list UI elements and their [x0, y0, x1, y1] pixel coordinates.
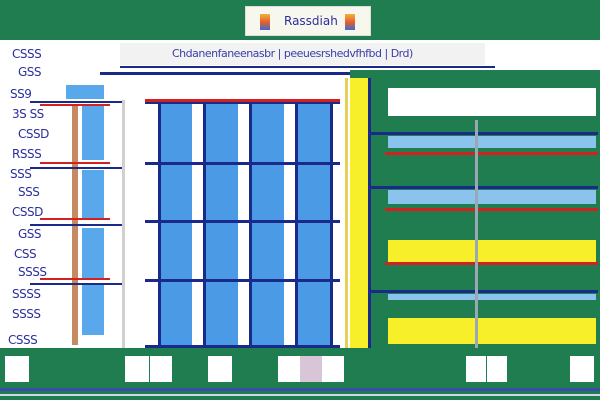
left-label: SSSS [12, 287, 41, 301]
grid-vline [330, 100, 333, 350]
grid-hline [145, 101, 340, 104]
left-label: SS9 [10, 87, 32, 101]
grid-column [298, 102, 330, 347]
top-rule [100, 72, 480, 75]
left-label: CSSD [18, 127, 49, 141]
right-bar-yellow [388, 240, 596, 262]
left-label: CSS [14, 247, 37, 261]
grid-vline [203, 100, 206, 350]
left-label: SSSS [12, 307, 41, 321]
left-label: CSSS [12, 47, 42, 61]
bottom-block [125, 356, 149, 382]
right-bar-white [388, 88, 596, 116]
right-bar-blue [388, 136, 596, 148]
left-navy-rule [30, 101, 125, 103]
bottom-block [570, 356, 594, 382]
left-pane [82, 105, 104, 160]
grid-column [252, 102, 284, 347]
right-bar-blue [388, 190, 596, 204]
left-navy-rule [30, 167, 125, 169]
bottom-block [208, 356, 232, 382]
bottom-block [300, 356, 322, 382]
grid-hline [145, 279, 340, 282]
right-vline [475, 120, 478, 350]
left-label: SSSS [18, 265, 47, 279]
grid-left-post [122, 100, 125, 350]
left-label: CSSS [8, 333, 38, 347]
left-red-rule [40, 278, 110, 280]
left-pane [82, 170, 104, 220]
grid-hline [145, 220, 340, 223]
right-bar-yellow [388, 318, 596, 344]
grid-column [206, 102, 238, 347]
right-navy-rule [370, 290, 598, 293]
header-badge: Rassdiah [245, 6, 371, 36]
left-label: SSS [10, 167, 32, 181]
left-label: GSS [18, 227, 42, 241]
left-navy-rule [30, 283, 125, 285]
subtitle-text: Chdanenfaneenasbr | peeuesrshedvfhfbd | … [172, 47, 413, 60]
top-rule-2 [120, 66, 495, 68]
left-pane-top [66, 85, 104, 99]
grid-hline [145, 162, 340, 165]
grid-vline [295, 100, 298, 350]
footer-stripe [0, 388, 600, 391]
right-bar-blue [388, 294, 596, 300]
grid-red-top [145, 99, 340, 102]
left-label: 3S SS [12, 107, 44, 121]
grid-vline [249, 100, 252, 350]
left-red-rule [40, 162, 110, 164]
right-navy-rule [370, 132, 598, 135]
left-label-column: CSSS GSS SS9 3S SS CSSD RSSS SSS SSS CSS… [0, 40, 68, 360]
right-navy-rule [370, 186, 598, 189]
left-navy-rule [30, 224, 125, 226]
grid-hline [145, 345, 340, 348]
right-red-rule [385, 152, 598, 155]
left-pane [82, 285, 104, 335]
yellow-pillar [350, 78, 368, 348]
badge-text: Rassdiah [284, 14, 338, 28]
grid-column [160, 102, 192, 347]
bottom-block [322, 356, 344, 382]
subtitle-bar: Chdanenfaneenasbr | peeuesrshedvfhfbd | … [120, 43, 485, 65]
footer-stripe [0, 394, 600, 396]
right-red-rule [385, 262, 598, 265]
left-label: RSSS [12, 147, 42, 161]
badge-right-icon [345, 14, 355, 30]
grid-vline [158, 100, 161, 350]
bottom-block [5, 356, 29, 382]
bottom-block [466, 356, 486, 382]
left-pane [82, 228, 104, 278]
left-label: CSSD [12, 205, 43, 219]
bottom-block [487, 356, 507, 382]
left-label: GSS [18, 65, 42, 79]
bottom-block [278, 356, 300, 382]
left-red-rule [40, 104, 110, 106]
badge-left-icon [260, 14, 270, 30]
bottom-block [150, 356, 172, 382]
pillar-edge [368, 78, 371, 348]
right-red-rule [385, 208, 598, 211]
pillar-inner-stripe [345, 78, 348, 348]
left-label: SSS [18, 185, 40, 199]
left-red-rule [40, 218, 110, 220]
